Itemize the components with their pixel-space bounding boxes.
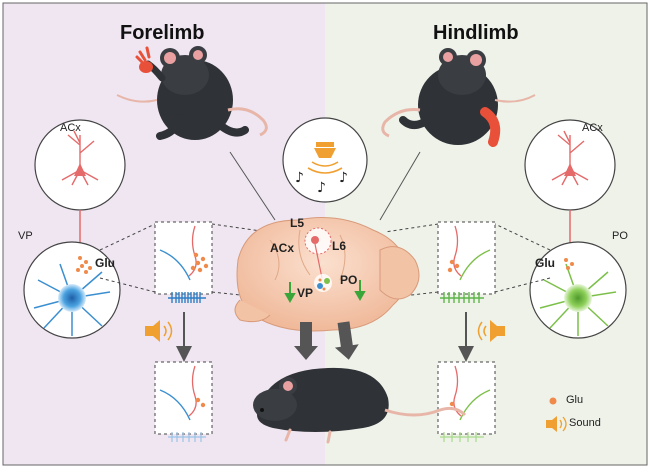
svg-text:♪: ♪ [295,170,304,186]
hindlimb-mouse [381,48,536,147]
vp-dendrites [33,263,111,336]
label-acx-left: ACx [60,122,81,134]
spike-train-right-weak [440,432,484,442]
big-arrows [294,321,359,360]
legend-glu-label: Glu [566,394,584,406]
down-arrow-icon [284,280,366,304]
speaker-icon [145,320,173,342]
glu-dots-right [564,258,574,270]
brain-label-l6: L6 [332,239,347,253]
svg-text:♪: ♪ [339,170,348,186]
legend-glu-dot [549,397,557,405]
label-vp: VP [18,230,33,242]
po-dendrites [539,263,617,336]
cortex-neuron-right-soma [564,163,576,176]
cortex-neuron-left [61,130,99,186]
spike-train-right-strong [440,292,484,303]
title-hindlimb: Hindlimb [433,22,519,44]
connector-left [229,151,276,221]
glu-dots-left [76,256,92,274]
connector-right [379,151,421,221]
bottom-mouse [253,367,467,444]
brain-label-l5: L5 [290,216,305,230]
legend-sound-label: Sound [569,417,601,429]
music-note-icon: ♪ ♪ ♪ [295,170,348,196]
label-glu-right: Glu [535,256,555,270]
zoom-line-left-top [99,223,156,251]
label-acx-right: ACx [582,122,603,134]
label-po: PO [612,230,628,242]
cortex-neuron-left-soma [74,163,86,176]
title-forelimb: Forelimb [120,22,205,44]
brain-label-po: PO [340,273,358,287]
label-glu-left: Glu [95,256,115,270]
left-zoom-box-after [154,361,213,435]
spike-train-left-weak [168,432,206,442]
legend-sound-icon [546,416,567,432]
right-zoom-box-after [437,361,496,435]
right-zoom-box-before [437,221,496,295]
figure-border [2,2,648,466]
brain-label-vp: VP [297,286,314,300]
speaker-icon-center [307,142,343,174]
brain-label-acx: ACx [270,241,295,255]
speaker-icon-right [477,320,505,342]
vp-soma [58,284,86,312]
po-soma [564,284,592,312]
spike-train-left-strong [168,292,206,303]
svg-text:♪: ♪ [317,180,326,196]
sound-circle [282,117,368,203]
cortex-neuron-right [551,130,589,186]
forelimb-mouse [116,46,268,140]
